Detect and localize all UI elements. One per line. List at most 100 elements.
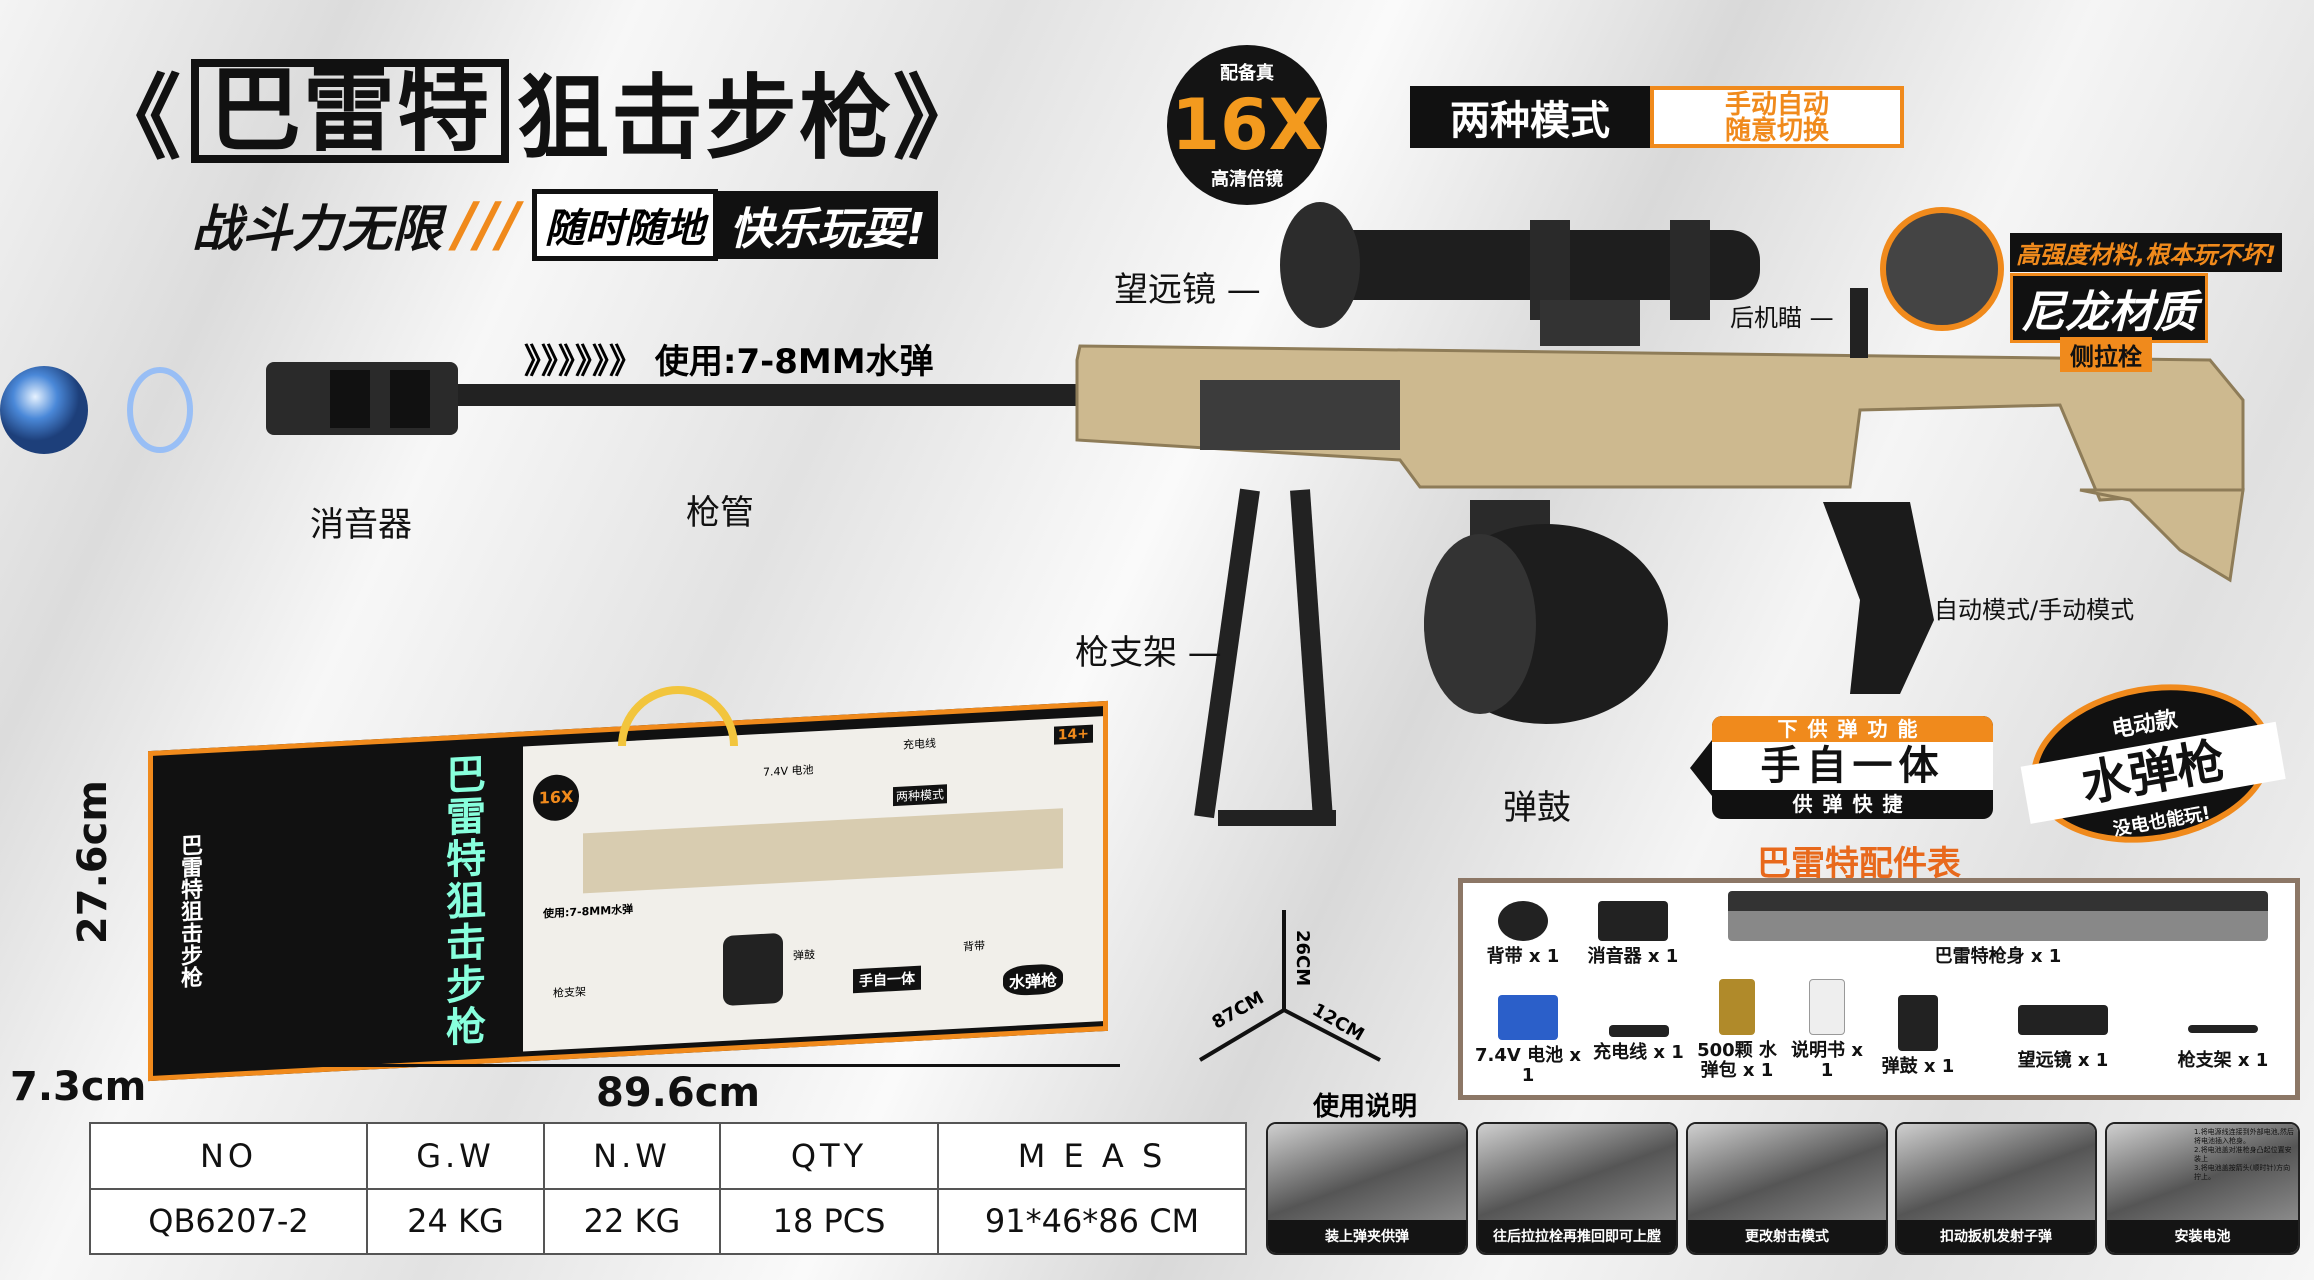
- part-strap: 背带 x 1: [1478, 901, 1568, 967]
- parts-title: 巴雷特配件表: [1757, 844, 1961, 884]
- barrel: [458, 384, 1078, 406]
- battery-icon: [1498, 995, 1558, 1040]
- drum-icon: [1898, 995, 1938, 1051]
- bipod-icon: [2188, 1025, 2258, 1033]
- box-zoom: 16X: [533, 773, 579, 822]
- box-modes: 两种模式: [893, 784, 948, 807]
- rear-sight: [1850, 288, 1868, 358]
- note: 3.将电池盖按箭头(顺时针)方向拧上。: [2194, 1164, 2291, 1181]
- part-suppressor: 消音器 x 1: [1578, 901, 1688, 967]
- pistol-grip: [1823, 502, 1934, 694]
- label-text: 后机瞄: [1730, 304, 1802, 332]
- label-bipod: 枪支架 —: [1075, 633, 1222, 673]
- title-open-bracket: 《: [89, 65, 184, 172]
- parts-list: 背带 x 1 消音器 x 1 巴雷特枪身 x 1 7.4V 电池 x 1 充电线…: [1458, 878, 2300, 1100]
- part-label: 消音器 x 1: [1587, 946, 1679, 967]
- carton-axes-icon: [1198, 910, 1381, 1062]
- feed-header: 下供弹功能: [1712, 716, 1993, 742]
- label-text: 望远镜: [1114, 270, 1216, 310]
- nylon-callout: 高强度材料,根本玩不坏! 尼龙材质 侧拉栓: [1880, 207, 2300, 372]
- note: 2.将电池盖对准枪身凸起位置安装上: [2194, 1146, 2292, 1163]
- dim-width: 89.6cm: [596, 1070, 761, 1116]
- tag-fun: 快乐玩耍!: [717, 191, 938, 259]
- mode-detail: 手动自动随意切换: [1650, 86, 1904, 148]
- cell-nw: 22 KG: [543, 1187, 721, 1255]
- box-title: 巴雷特狙击步枪: [439, 752, 485, 1049]
- part-label: 充电线 x 1: [1593, 1042, 1684, 1063]
- arrows-icon: 》》》》》》: [524, 342, 643, 382]
- ammo-note: 》》》》》》 使用:7-8MM水弹: [524, 334, 934, 383]
- header-meas: M E A S: [937, 1122, 1247, 1190]
- feed-footer: 供弹快捷: [1792, 792, 1913, 816]
- label-rear-sight: 后机瞄 —: [1730, 304, 1834, 332]
- cable-icon: [1608, 1025, 1669, 1037]
- note: 1.将电源线连接到外部电池,然后将电池插入枪身。: [2194, 1128, 2294, 1145]
- step-caption: 装上弹夹供弹: [1268, 1220, 1466, 1253]
- mode-line2: 随意切换: [1724, 116, 1829, 146]
- box-feed: 手自一体: [853, 965, 921, 994]
- step-caption: 扣动扳机发射子弹: [1897, 1220, 2095, 1253]
- part-label: 500颗 水弹包 x 1: [1697, 1040, 1777, 1081]
- ammo-drum: [1424, 500, 1668, 724]
- mode-line1: 手动自动: [1724, 90, 1829, 120]
- box-drum-image: [723, 932, 783, 1007]
- callout-line2: 尼龙材质: [2010, 273, 2208, 343]
- part-label: 弹鼓 x 1: [1881, 1056, 1955, 1077]
- label-drum: 弹鼓: [1503, 788, 1571, 828]
- part-scope: 望远镜 x 1: [2003, 1005, 2123, 1071]
- step-2: 往后拉拉栓再推回即可上膛: [1476, 1122, 1678, 1255]
- step-image: 1.将电源线连接到外部电池,然后将电池插入枪身。 2.将电池盖对准枪身凸起位置安…: [2107, 1124, 2298, 1220]
- part-bipod: 枪支架 x 1: [2163, 1005, 2283, 1071]
- label-barrel: 枪管: [686, 493, 754, 533]
- page-title: 《 巴雷特 狙击步枪 》: [89, 58, 987, 172]
- receiver: [1075, 344, 2245, 583]
- instructions-title: 使用说明: [1313, 1092, 1418, 1122]
- title-name: 狙击步枪: [517, 65, 894, 172]
- cell-qty: 18 PCS: [719, 1187, 939, 1255]
- step-caption: 安装电池: [2107, 1220, 2298, 1253]
- step-1: 装上弹夹供弹: [1266, 1122, 1468, 1255]
- box-side-title: 巴雷特狙击步枪: [177, 833, 202, 989]
- part-label: 望远镜 x 1: [2017, 1050, 2109, 1071]
- feed-main: 手自一体: [1712, 742, 1993, 790]
- scope: [1280, 202, 1760, 346]
- box-bipod: 枪支架: [553, 985, 586, 1000]
- rifle-body-icon: [1728, 891, 2268, 941]
- strap-icon: [1498, 901, 1548, 941]
- part-label: 说明书 x 1: [1791, 1040, 1863, 1081]
- suppressor-icon: [1598, 901, 1668, 941]
- water-bead-icon: [0, 366, 193, 454]
- step-caption: 更改射击模式: [1688, 1220, 1886, 1253]
- slogan: 战斗力无限: [192, 200, 442, 258]
- suppressor: [266, 362, 458, 435]
- box-front: 巴雷特狙击步枪 巴雷特狙击步枪 16X 7.4V 电池 充电线 两种模式 14+…: [148, 700, 1108, 1082]
- step-image: [1268, 1124, 1466, 1220]
- bolt-closeup: [1880, 207, 2004, 331]
- step-image: [1478, 1124, 1676, 1220]
- part-ammo-pack: 500颗 水弹包 x 1: [1689, 979, 1785, 1081]
- header-no: NO: [89, 1122, 368, 1190]
- badge-top: 配备真: [1220, 63, 1274, 84]
- box-cable: 充电线: [903, 736, 936, 752]
- spec-header-row: NO G.W N.W QTY M E A S: [89, 1122, 1247, 1190]
- part-cable: 充电线 x 1: [1591, 995, 1686, 1063]
- package-box: 巴雷特狙击步枪 巴雷特狙击步枪 16X 7.4V 电池 充电线 两种模式 14+…: [148, 686, 1122, 1082]
- scope-icon: [2018, 1005, 2108, 1035]
- box-product-panel: 16X 7.4V 电池 充电线 两种模式 14+ 使用:7-8MM水弹 枪支架 …: [523, 716, 1103, 1052]
- step-4: 扣动扳机发射子弹: [1895, 1122, 2097, 1255]
- box-handle: [618, 686, 738, 746]
- callout-line3: 侧拉栓: [2060, 337, 2152, 372]
- step-image: [1897, 1124, 2095, 1220]
- part-rifle-body: 巴雷特枪身 x 1: [1713, 891, 2283, 967]
- battery-notes: 1.将电源线连接到外部电池,然后将电池插入枪身。 2.将电池盖对准枪身凸起位置安…: [2194, 1128, 2294, 1182]
- label-text: 枪支架: [1075, 633, 1177, 673]
- step-3: 更改射击模式: [1686, 1122, 1888, 1255]
- label-scope: 望远镜 —: [1114, 270, 1261, 310]
- tag-anytime: 随时随地: [531, 189, 718, 261]
- badge-zoom: 16X: [1171, 84, 1323, 166]
- arrow-left-icon: [1690, 740, 1712, 796]
- box-drum: 弹鼓: [793, 948, 815, 963]
- manual-icon: [1809, 979, 1845, 1035]
- ammo-pack-icon: [1719, 979, 1755, 1035]
- header-qty: QTY: [719, 1122, 939, 1190]
